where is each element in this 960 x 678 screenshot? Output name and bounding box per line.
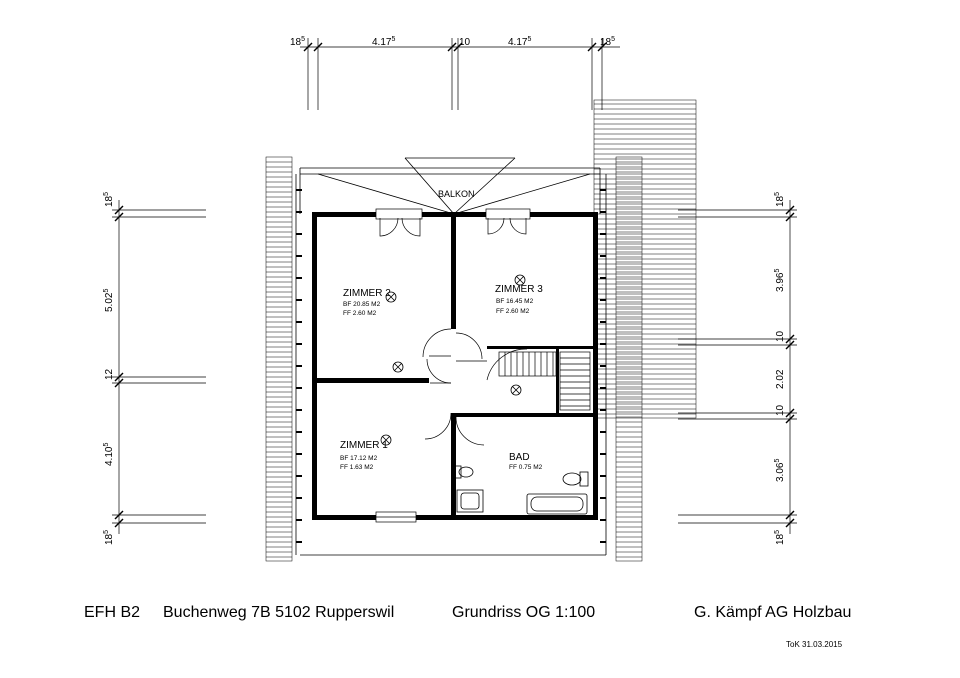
- exterior-walls: [312, 212, 598, 520]
- dim-right-3: 2.02: [775, 369, 786, 389]
- dim-left-0: 185: [103, 192, 115, 207]
- balcony: [299, 157, 601, 215]
- room-zimmer-1: ZIMMER 1 BF 17.12 M2 FF 1.63 M2: [340, 440, 388, 471]
- room-zimmer-2: ZIMMER 2 BF 20.85 M2 FF 2.60 M2: [343, 288, 391, 317]
- room-bf: BF 20.85 M2: [343, 301, 381, 308]
- left-dimension-chain: [112, 200, 206, 534]
- date-stamp: ToK 31.03.2015: [786, 640, 843, 649]
- right-dimension-labels: 185 3.965 10 2.02 10 3.065 185: [774, 192, 786, 545]
- room-bf: BF 16.45 M2: [496, 298, 534, 305]
- room-name: ZIMMER 2: [343, 288, 391, 299]
- top-dimension-labels: 185 4.175 10 4.175 185: [290, 36, 615, 48]
- room-ff: FF 2.60 M2: [343, 310, 377, 317]
- room-ff: FF 1.63 M2: [340, 464, 374, 471]
- floor-plan: 185 4.175 10 4.175 185 185 5.025 12 4.10…: [103, 36, 797, 562]
- dim-left-1: 5.025: [103, 289, 115, 312]
- dim-right-2: 10: [775, 330, 786, 342]
- project-address: Buchenweg 7B 5102 Rupperswil: [163, 604, 395, 621]
- balcony-label: BALKON: [438, 189, 475, 199]
- top-dimension-chain: [300, 38, 620, 110]
- dim-top-4: 185: [600, 36, 615, 48]
- room-zimmer-3: ZIMMER 3 BF 16.45 M2 FF 2.60 M2: [495, 284, 543, 315]
- dim-right-6: 185: [774, 530, 786, 545]
- stair-icon: [498, 351, 591, 411]
- room-ff: FF 2.60 M2: [496, 308, 530, 315]
- windows: [375, 208, 531, 523]
- room-name: ZIMMER 3: [495, 284, 543, 295]
- dim-right-1: 3.965: [774, 269, 786, 292]
- dim-top-1: 4.175: [372, 36, 395, 48]
- dim-left-3: 4.105: [103, 443, 115, 466]
- dim-top-2: 10: [459, 37, 471, 48]
- title-block: EFH B2 Buchenweg 7B 5102 Rupperswil Grun…: [0, 604, 960, 634]
- project-name: EFH B2: [84, 604, 141, 621]
- doors: [379, 217, 528, 446]
- room-ff: FF 0.75 M2: [509, 464, 543, 471]
- room-bf: BF 17.12 M2: [340, 455, 378, 462]
- left-dimension-labels: 185 5.025 12 4.105 185: [103, 192, 115, 545]
- dormer-roof: [593, 99, 697, 419]
- dim-left-4: 185: [103, 530, 115, 545]
- roof-left: [265, 156, 293, 562]
- room-name: ZIMMER 1: [340, 440, 388, 451]
- light-fixture-icon: [380, 274, 526, 446]
- dim-top-3: 4.175: [508, 36, 531, 48]
- room-bad: BAD FF 0.75 M2: [509, 452, 543, 471]
- toilet-icon: [454, 465, 589, 487]
- dim-right-4: 10: [775, 404, 786, 416]
- room-name: BAD: [509, 452, 530, 463]
- right-dimension-chain: [678, 200, 797, 534]
- dim-top-0: 185: [290, 36, 305, 48]
- dim-left-2: 12: [104, 368, 115, 380]
- bathtub-icon: [526, 493, 588, 515]
- dim-right-0: 185: [774, 192, 786, 207]
- company-name: G. Kämpf AG Holzbau: [694, 604, 852, 621]
- drawing-title: Grundriss OG 1:100: [452, 604, 596, 621]
- sink-icon: [456, 489, 484, 513]
- knee-walls: [295, 174, 607, 556]
- dim-right-5: 3.065: [774, 459, 786, 482]
